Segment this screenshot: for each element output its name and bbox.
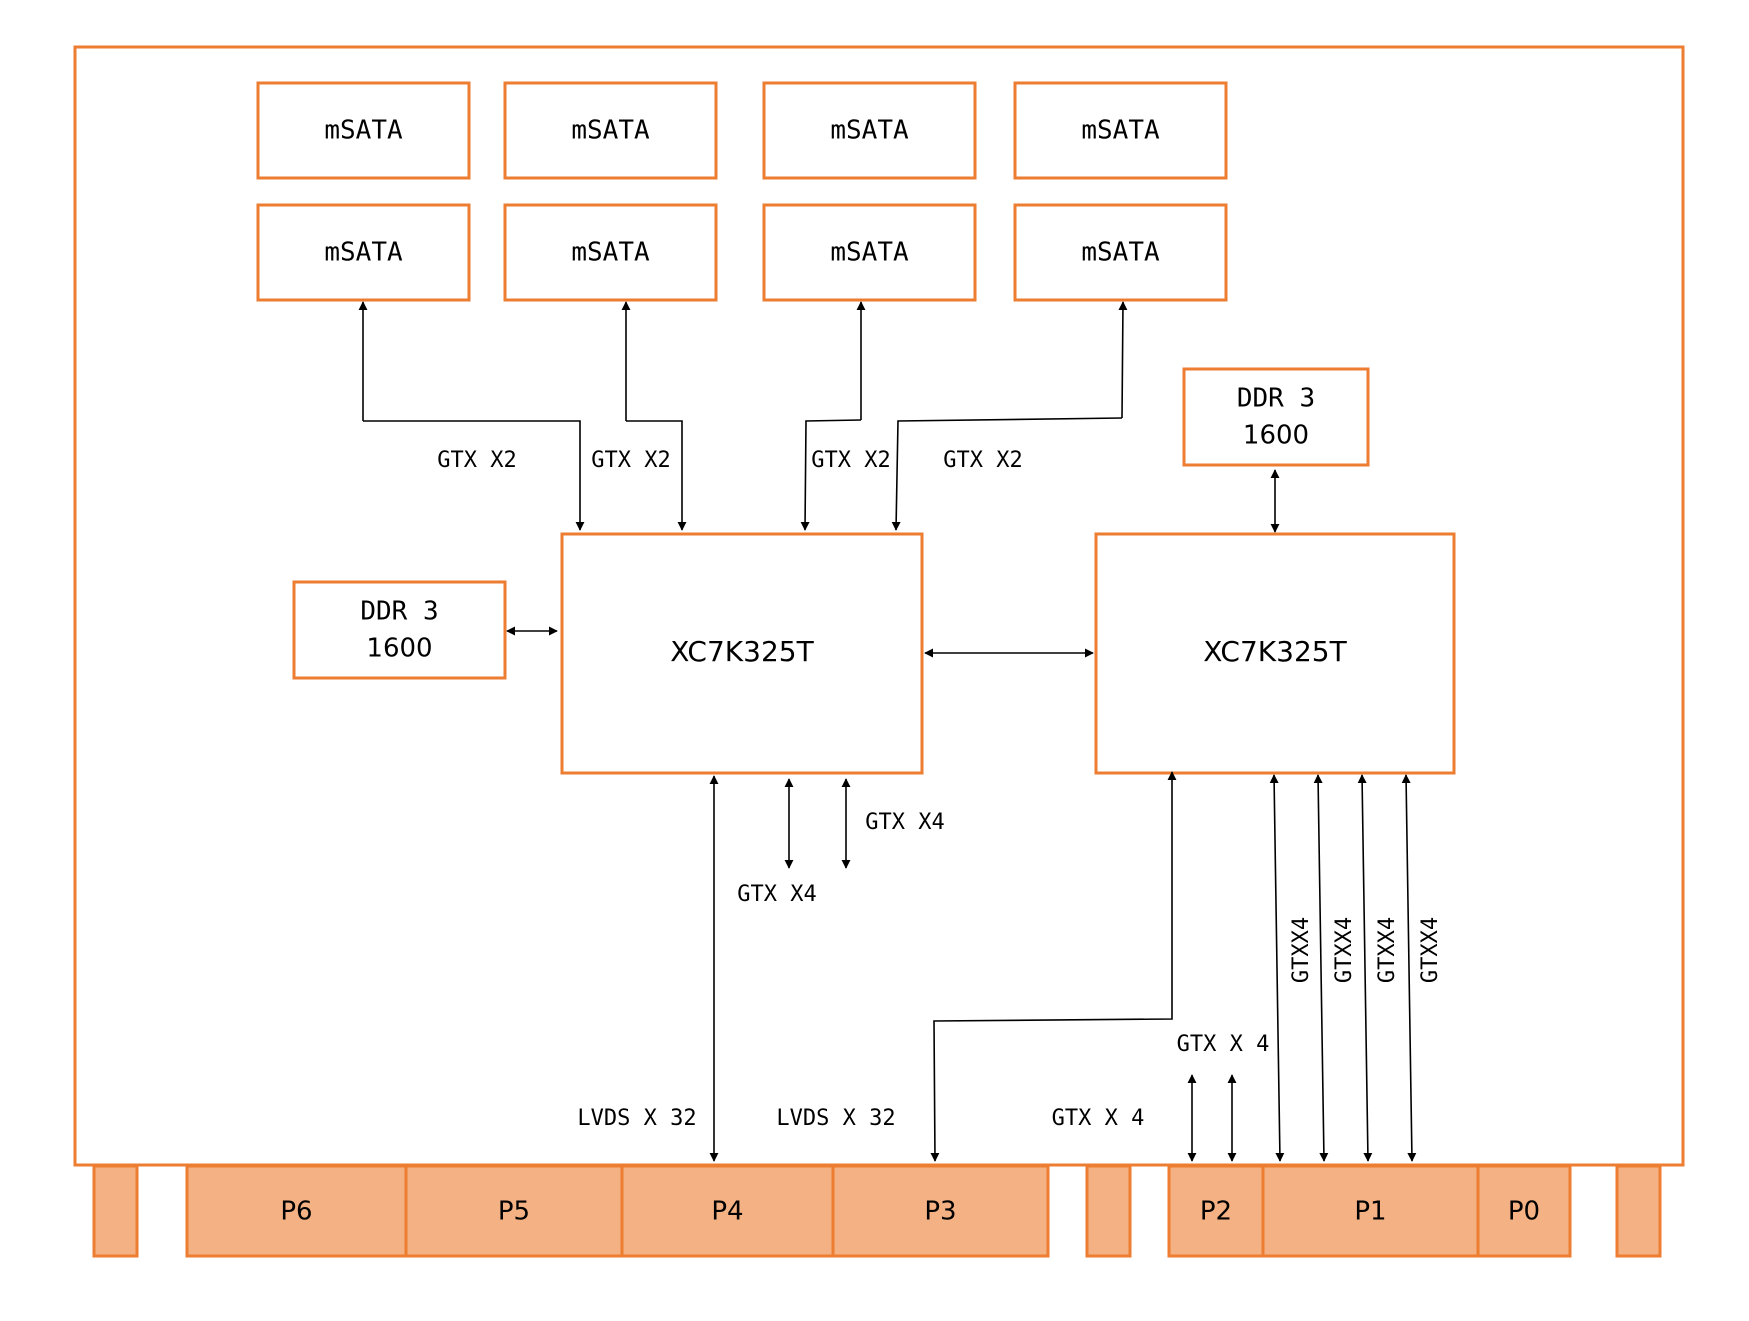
wire-gtxx4-4	[1401, 774, 1417, 1162]
connector-guide-middle	[1085, 1164, 1132, 1258]
fpga-left: XC7K325T	[560, 532, 924, 775]
wire-gtxx4-3	[1357, 774, 1373, 1162]
connector-p2: P2	[1167, 1164, 1265, 1258]
ddr3-label-line2: 1600	[1243, 421, 1309, 451]
label-gtxx4-3: GTXX4	[1375, 917, 1400, 983]
wire-gtx-x2-3-down	[800, 419, 862, 531]
fpga-right: XC7K325T	[1094, 532, 1456, 775]
wire-gtx-x2-2-down	[626, 420, 687, 531]
msata-module-1: mSATA	[256, 81, 471, 180]
connector-p4-label: P4	[711, 1197, 743, 1227]
connector-p4: P4	[620, 1164, 835, 1258]
connector-p3-label: P3	[924, 1197, 956, 1227]
msata-module-5: mSATA	[256, 203, 471, 302]
ddr3-label-line1: DDR 3	[360, 597, 438, 627]
ddr3-label-line1: DDR 3	[1237, 384, 1315, 414]
msata-label: mSATA	[324, 116, 403, 146]
ddr3-memory-left: DDR 3 1600	[292, 580, 507, 680]
fpga-left-label: XC7K325T	[670, 635, 814, 668]
connector-guide-left	[92, 1164, 139, 1258]
ddr3-memory-right: DDR 3 1600	[1182, 367, 1370, 467]
label-gtxx4-4: GTXX4	[1418, 917, 1443, 983]
label-gtxx4-2: GTXX4	[1332, 917, 1357, 983]
msata-label: mSATA	[571, 238, 650, 268]
fpga-right-label: XC7K325T	[1203, 635, 1347, 668]
msata-label: mSATA	[830, 116, 909, 146]
connector-p1-label: P1	[1354, 1197, 1386, 1227]
connector-p3: P3	[831, 1164, 1050, 1258]
label-gtx-x-4-p2: GTX X 4	[1177, 1032, 1270, 1057]
label-gtx-x2-1: GTX X2	[437, 448, 516, 473]
wire-gtx-x2-4-up	[1118, 301, 1128, 419]
connector-p6: P6	[185, 1164, 408, 1258]
msata-label: mSATA	[1081, 238, 1160, 268]
msata-module-3: mSATA	[762, 81, 977, 180]
msata-module-8: mSATA	[1013, 203, 1228, 302]
label-lvds-x32-p3: LVDS X 32	[776, 1106, 895, 1131]
msata-label: mSATA	[1081, 116, 1160, 146]
ddr3-label-line2: 1600	[366, 634, 432, 664]
connector-guide-right	[1615, 1164, 1662, 1258]
wire-gtxx4-2	[1313, 774, 1329, 1162]
label-gtx-x2-2: GTX X2	[591, 448, 670, 473]
wire-lvds-p3	[930, 771, 1177, 1162]
connector-p0-label: P0	[1508, 1197, 1540, 1227]
label-gtx-x-4-p3: GTX X 4	[1052, 1106, 1145, 1131]
label-lvds-x32-p4: LVDS X 32	[577, 1106, 696, 1131]
msata-label: mSATA	[571, 116, 650, 146]
msata-label: mSATA	[830, 238, 909, 268]
wire-gtxx4-1	[1269, 774, 1285, 1162]
label-gtxx4-1: GTXX4	[1289, 917, 1314, 983]
wire-gtx-x2-4-down	[891, 417, 1123, 531]
msata-module-4: mSATA	[1013, 81, 1228, 180]
label-gtx-x2-4: GTX X2	[943, 448, 1022, 473]
connector-p5: P5	[404, 1164, 624, 1258]
msata-module-6: mSATA	[503, 203, 718, 302]
connector-p2-label: P2	[1200, 1197, 1232, 1227]
msata-module-2: mSATA	[503, 81, 718, 180]
msata-module-7: mSATA	[762, 203, 977, 302]
connector-p5-label: P5	[498, 1197, 530, 1227]
connector-p6-label: P6	[280, 1197, 312, 1227]
label-gtx-x2-3: GTX X2	[811, 448, 890, 473]
connector-p0: P0	[1476, 1164, 1572, 1258]
msata-label: mSATA	[324, 238, 403, 268]
connector-p1: P1	[1261, 1164, 1480, 1258]
wire-gtx-x2-1-down	[363, 420, 585, 531]
label-gtx-x4-upper: GTX X4	[865, 810, 944, 835]
label-gtx-x4-lower: GTX X4	[737, 882, 816, 907]
